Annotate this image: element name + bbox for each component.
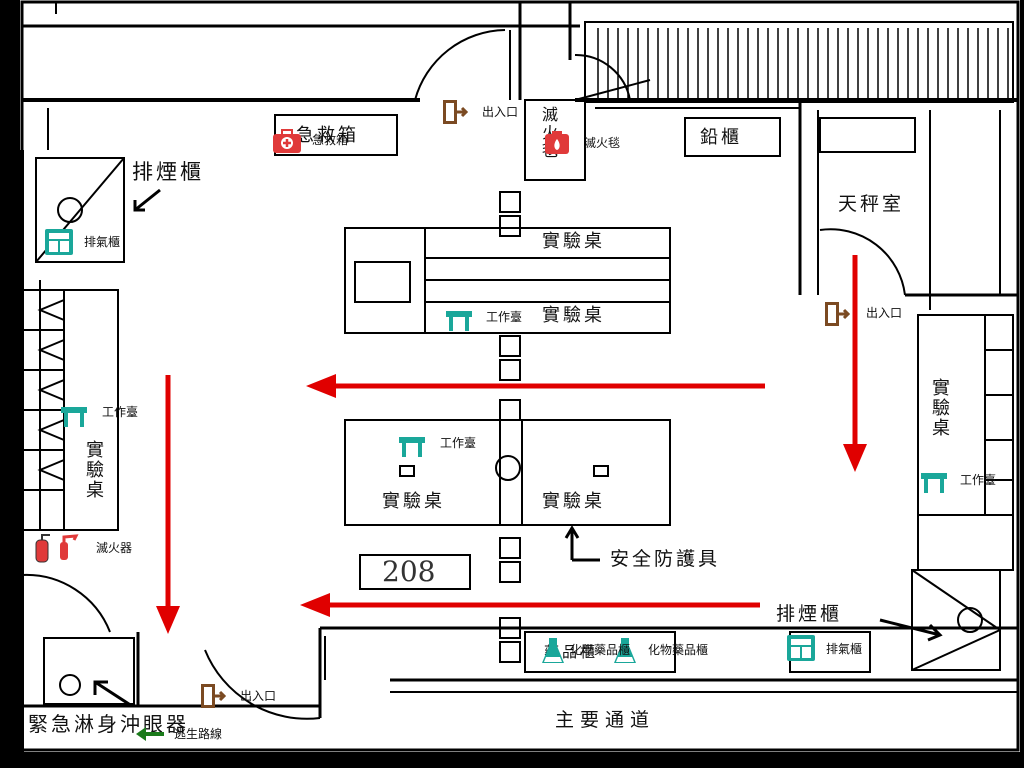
- fire-blanket-icon: [544, 130, 570, 160]
- exhaust-bottom-label: 排氣櫃: [826, 642, 863, 656]
- room-number: 208: [382, 555, 436, 588]
- route-arrow-left-head: [156, 606, 180, 634]
- exit-door-icon: [198, 682, 227, 714]
- first-aid-kit-icon: [272, 128, 302, 158]
- room-number-box: [359, 554, 471, 590]
- workbench-right-label: 工作臺: [960, 473, 997, 487]
- workbench-center-top-label: 工作臺: [486, 310, 523, 324]
- lab-bench-left-label: 實驗桌: [83, 440, 104, 500]
- lab-bench-1-label: 實驗桌: [542, 231, 605, 252]
- walls: [20, 0, 1020, 760]
- workbench-icon: [60, 404, 88, 432]
- left-cabinets: [21, 289, 119, 531]
- workbench-center-label: 工作臺: [440, 436, 477, 450]
- fume-hood-right-label: 排煙櫃: [776, 603, 843, 625]
- route-arrow-bottom-head: [300, 593, 330, 617]
- exit-door-icon: [440, 98, 469, 130]
- workbench-icon: [445, 308, 473, 336]
- callout-arrows: [93, 188, 943, 708]
- lab-bench-4-label: 實驗桌: [542, 491, 605, 512]
- first-aid-label: 急救箱: [312, 133, 349, 147]
- scale-room-label: 天秤室: [838, 193, 905, 215]
- fume-hood-top-label: 排煙櫃: [132, 160, 204, 184]
- lead-cabinet-label: 鉛櫃: [700, 127, 742, 148]
- chemical-flask-icon: [540, 636, 566, 670]
- route-arrow-top-head: [306, 374, 336, 398]
- right-cabinets: [911, 314, 1014, 671]
- exhaust-hood-icon: [786, 634, 816, 666]
- chemical-cabinet-2-label: 化物藥品櫃: [648, 643, 709, 657]
- escape-arrow-icon: [134, 726, 166, 746]
- lab-bench-3-label: 實驗桌: [382, 491, 445, 512]
- exit-right-label: 出入口: [866, 306, 903, 320]
- center-partition: [499, 191, 521, 663]
- extinguisher-label: 滅火器: [96, 541, 133, 555]
- lab-bench-2-label: 實驗桌: [542, 305, 605, 326]
- exit-bottom-label: 出入口: [240, 689, 277, 703]
- escape-route-label: 逃生路線: [174, 727, 223, 741]
- exhaust-hood-icon: [44, 228, 74, 260]
- exit-top-label: 出入口: [482, 105, 519, 119]
- chemical-flask-icon: [612, 636, 638, 670]
- main-corridor-label: 主要通道: [555, 709, 656, 731]
- workbench-left-label: 工作臺: [102, 405, 139, 419]
- workbench-icon: [920, 470, 948, 498]
- chemical-cabinet-label: 化學藥品櫃: [570, 643, 631, 657]
- workbench-icon: [398, 434, 426, 462]
- exhaust-left-label: 排氣櫃: [84, 235, 121, 249]
- door-swings: [21, 29, 906, 720]
- lab-bench-right-label: 實驗桌: [929, 378, 950, 438]
- fire-blanket-label: 滅火毯: [584, 136, 621, 150]
- route-arrows: [156, 255, 867, 634]
- lab-benches: [344, 227, 671, 526]
- first-aid-box-label: 急救箱: [296, 125, 359, 146]
- exit-door-icon: [822, 300, 851, 332]
- fire-extinguisher-icon: [30, 532, 82, 568]
- safety-gear-label: 安全防護具: [610, 548, 721, 570]
- stairs: [574, 28, 1009, 101]
- route-arrow-right-head: [843, 444, 867, 472]
